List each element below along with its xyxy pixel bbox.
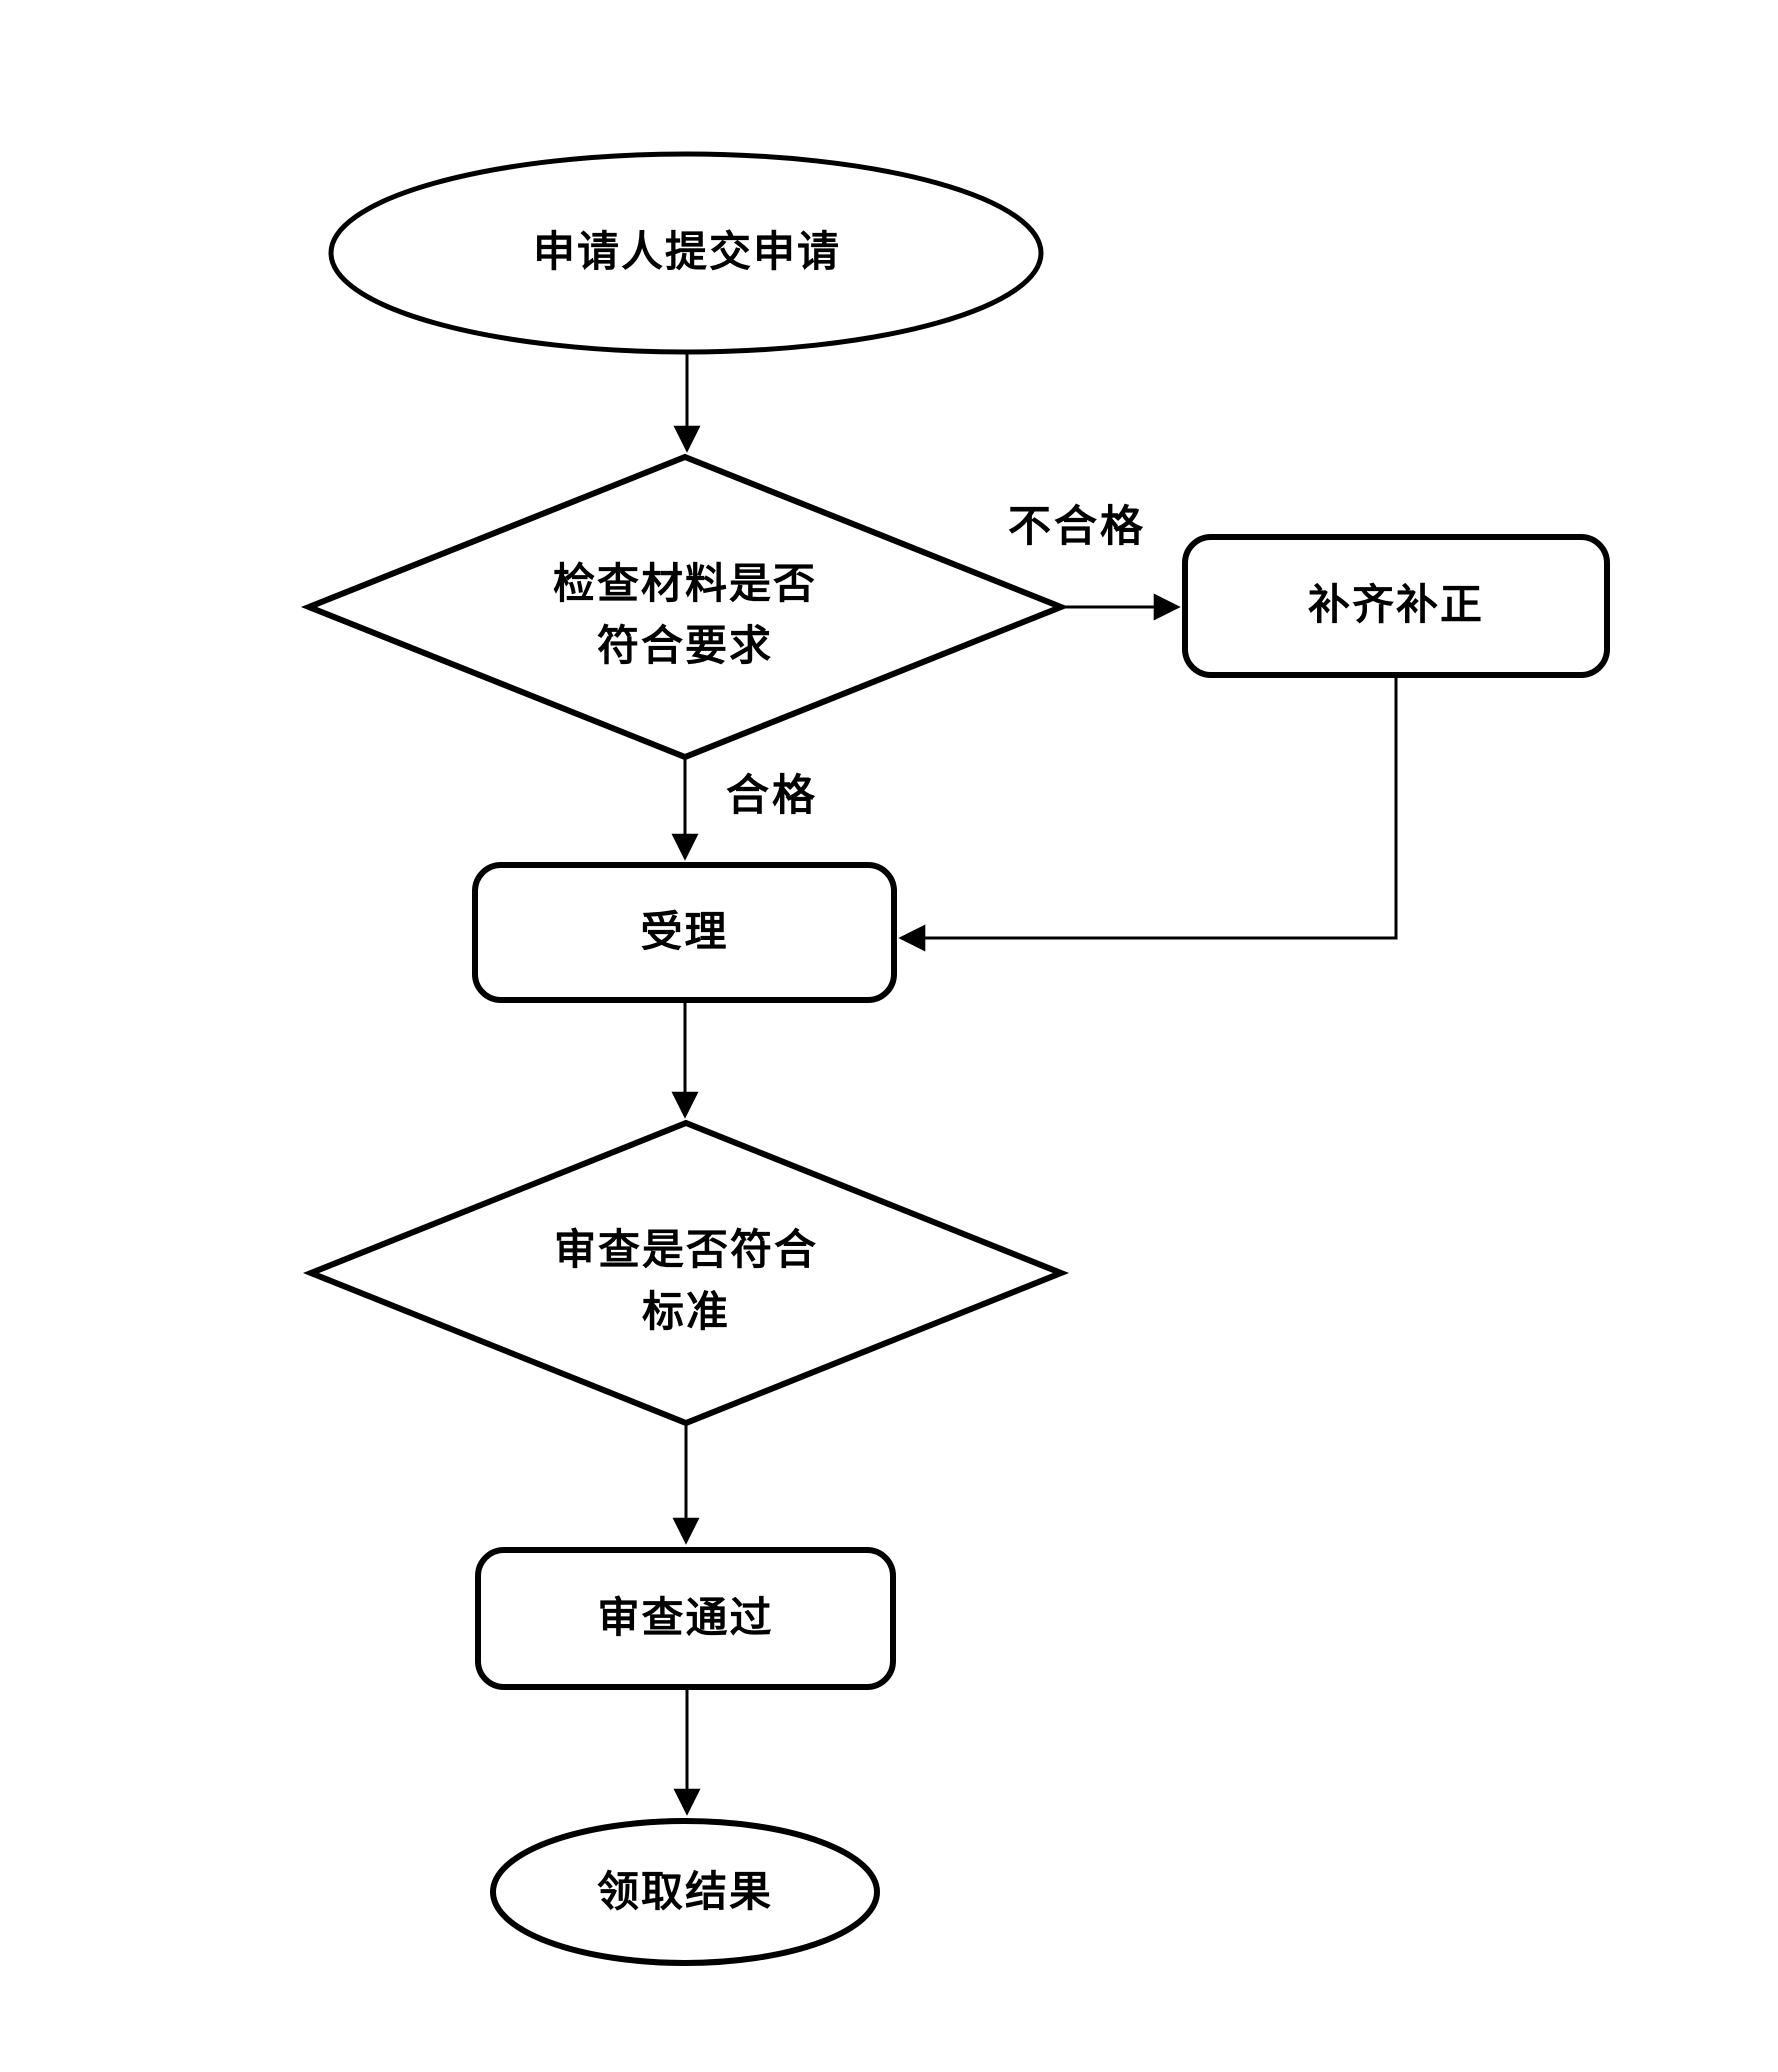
pass-process-box bbox=[475, 1547, 896, 1690]
supplement-process-box bbox=[1182, 534, 1610, 678]
end-terminator-ellipse bbox=[490, 1818, 880, 1966]
accept-process-box bbox=[472, 862, 897, 1003]
edge-supplement-to-accept bbox=[898, 675, 1398, 952]
review-decision-diamond bbox=[302, 1119, 1070, 1427]
check-decision-diamond bbox=[300, 453, 1070, 761]
start-terminator-ellipse bbox=[328, 151, 1044, 355]
